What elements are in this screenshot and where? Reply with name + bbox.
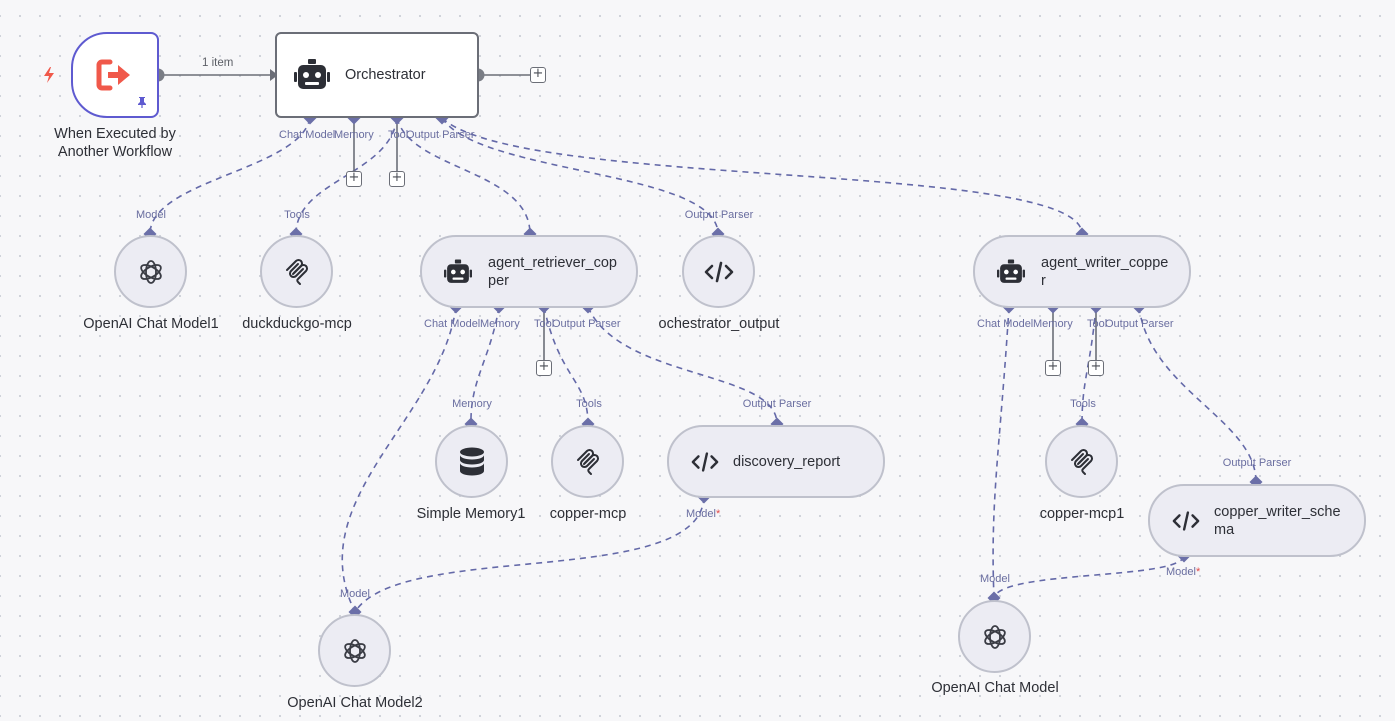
retriever-add-tool-button[interactable]: +	[536, 360, 552, 376]
robot-icon	[997, 259, 1025, 283]
writer-title: agent_writer_coppe r	[1041, 254, 1169, 289]
orchestrator-port-chat-model: Chat Model	[279, 129, 336, 141]
copper-writer-schema-title: copper_writer_sche ma	[1214, 503, 1341, 538]
orchestrator-output-port-parser: Output Parser	[684, 209, 754, 221]
database-icon	[459, 447, 484, 475]
copper-mcp-port: Tools	[576, 398, 602, 410]
openai-model-node[interactable]	[958, 600, 1031, 673]
copper-writer-schema-port-parser: Output Parser	[1222, 457, 1292, 469]
edge-retr-parser	[587, 306, 778, 425]
retriever-port-memory: Memory	[480, 318, 520, 330]
copper-writer-schema-port-model: Model*	[1166, 566, 1201, 578]
edge-disc-model	[354, 496, 705, 613]
orchestrator-output-node[interactable]	[682, 235, 755, 308]
copper-mcp-node[interactable]	[551, 425, 624, 498]
retriever-title: agent_retriever_cop per	[488, 254, 617, 289]
orchestrator-title: Orchestrator	[345, 67, 426, 83]
mcp-icon	[285, 258, 308, 285]
openai-model1-node[interactable]	[114, 235, 187, 308]
simple-memory-node[interactable]	[435, 425, 508, 498]
duckduckgo-mcp-label: duckduckgo-mcp	[242, 316, 352, 332]
sign-out-icon	[96, 59, 130, 91]
retriever-port-chat-model: Chat Model	[424, 318, 481, 330]
copper-mcp1-port: Tools	[1070, 398, 1096, 410]
edge-retr-tools	[543, 306, 589, 425]
code-icon	[704, 261, 733, 282]
discovery-report-port-model: Model*	[686, 508, 721, 520]
mcp-icon	[1070, 448, 1093, 475]
discovery-report-port-parser: Output Parser	[742, 398, 812, 410]
orchestrator-add-tool-button[interactable]: +	[389, 171, 405, 187]
copper-mcp-label: copper-mcp	[549, 506, 627, 522]
orchestrator-port-memory: Memory	[334, 129, 374, 141]
trigger-node[interactable]	[71, 32, 159, 118]
openai-model2-label: OpenAI Chat Model2	[287, 695, 423, 711]
edge-schema-model	[993, 555, 1185, 599]
orchestrator-port-output-parser: Output Parser	[406, 129, 475, 141]
edge-orch-parser	[441, 117, 719, 235]
openai1-port-model: Model	[136, 209, 166, 221]
retriever-port-tool: Tool	[534, 318, 555, 330]
writer-agent-node[interactable]: agent_writer_coppe r	[973, 235, 1191, 308]
connection-item-count: 1 item	[202, 57, 234, 69]
copper-writer-schema-node[interactable]: copper_writer_sche ma	[1148, 484, 1366, 557]
orchestrator-add-next-button[interactable]: +	[530, 67, 546, 83]
simple-memory-port: Memory	[452, 398, 492, 410]
writer-port-memory: Memory	[1033, 318, 1073, 330]
copper-mcp1-node[interactable]	[1045, 425, 1118, 498]
orchestrator-add-memory-button[interactable]: +	[346, 171, 362, 187]
writer-port-tool: Tool	[1087, 318, 1108, 330]
mcp-icon	[576, 448, 599, 475]
writer-add-memory-button[interactable]: +	[1045, 360, 1061, 376]
edge-orch-model	[149, 117, 311, 235]
robot-icon	[444, 259, 472, 283]
lightning-icon	[44, 67, 54, 83]
openai-icon	[139, 259, 162, 284]
copper-mcp1-label: copper-mcp1	[1039, 506, 1125, 522]
openai-port-model: Model	[980, 573, 1010, 585]
writer-port-chat-model: Chat Model	[977, 318, 1034, 330]
edge-writer-tools	[1081, 306, 1097, 425]
orchestrator-node[interactable]: Orchestrator	[275, 32, 479, 118]
openai-model-label: OpenAI Chat Model	[931, 680, 1059, 696]
trigger-label: When Executed by Another Workflow	[54, 126, 176, 160]
openai-model1-label: OpenAI Chat Model1	[83, 316, 219, 332]
duckduckgo-port-tools: Tools	[284, 209, 310, 221]
retriever-agent-node[interactable]: agent_retriever_cop per	[420, 235, 638, 308]
edge-orch-tools-duck	[295, 117, 398, 235]
openai-icon	[343, 638, 366, 663]
openai-icon	[983, 624, 1006, 649]
code-icon	[1172, 510, 1200, 531]
discovery-report-title: discovery_report	[733, 453, 841, 470]
orchestrator-port-tool: Tool	[388, 129, 409, 141]
edge-writer-parser	[1138, 306, 1257, 483]
robot-icon	[294, 59, 330, 89]
simple-memory-label: Simple Memory1	[416, 506, 526, 522]
edge-writer-model	[992, 306, 1010, 599]
edge-orch-writer	[441, 117, 1083, 235]
edge-retr-model	[341, 306, 457, 613]
edge-retr-memory	[470, 306, 500, 425]
orchestrator-output-label: ochestrator_output	[658, 316, 780, 332]
pin-icon[interactable]	[136, 96, 148, 108]
edge-orch-tools-retriever	[396, 117, 531, 235]
openai2-port-model: Model	[340, 588, 370, 600]
openai-model2-node[interactable]	[318, 614, 391, 687]
duckduckgo-mcp-node[interactable]	[260, 235, 333, 308]
code-icon	[691, 451, 719, 472]
writer-port-output-parser: Output Parser	[1105, 318, 1174, 330]
discovery-report-node[interactable]: discovery_report	[667, 425, 885, 498]
retriever-port-output-parser: Output Parser	[552, 318, 621, 330]
writer-add-tool-button[interactable]: +	[1088, 360, 1104, 376]
